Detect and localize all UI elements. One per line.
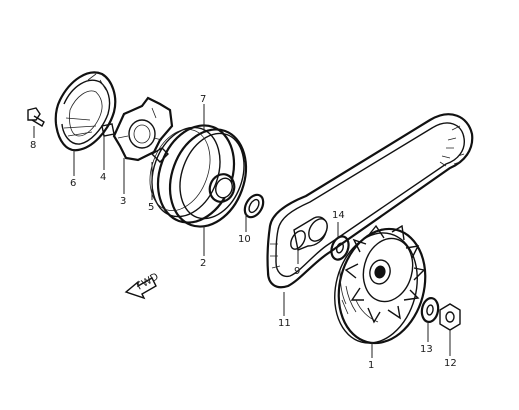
leader-lines (33, 104, 451, 358)
callout-6: 6 (70, 178, 76, 189)
callout-7: 7 (200, 94, 206, 105)
callout-11: 11 (278, 318, 291, 329)
callout-13: 13 (420, 344, 433, 355)
part-6-cover-plate (54, 71, 117, 152)
fwd-arrow: FWD (124, 271, 161, 300)
part-8-bolt (27, 107, 45, 127)
callout-4: 4 (100, 172, 106, 183)
part-3-spider-plate (112, 96, 174, 162)
part-13-washer (420, 297, 440, 323)
callout-8: 8 (30, 140, 36, 151)
callout-14: 14 (332, 210, 345, 221)
part-1-fixed-drive-face (334, 224, 427, 345)
callout-10: 10 (238, 234, 251, 245)
callout-5: 5 (148, 202, 154, 213)
part-11-v-belt (266, 113, 474, 289)
callout-1: 1 (368, 360, 374, 371)
part-10-seal (243, 193, 265, 219)
callout-2: 2 (200, 258, 206, 269)
callout-12: 12 (444, 358, 457, 369)
part-9-spacer (290, 216, 328, 251)
callout-3: 3 (120, 196, 126, 207)
callout-9: 9 (294, 266, 300, 277)
callout-numbers: 8 6 4 3 5 7 2 10 9 11 14 1 13 12 (30, 94, 457, 371)
part-2-movable-drive-face (149, 124, 248, 228)
part-14-washer (330, 235, 350, 261)
part-12-nut (439, 303, 461, 331)
